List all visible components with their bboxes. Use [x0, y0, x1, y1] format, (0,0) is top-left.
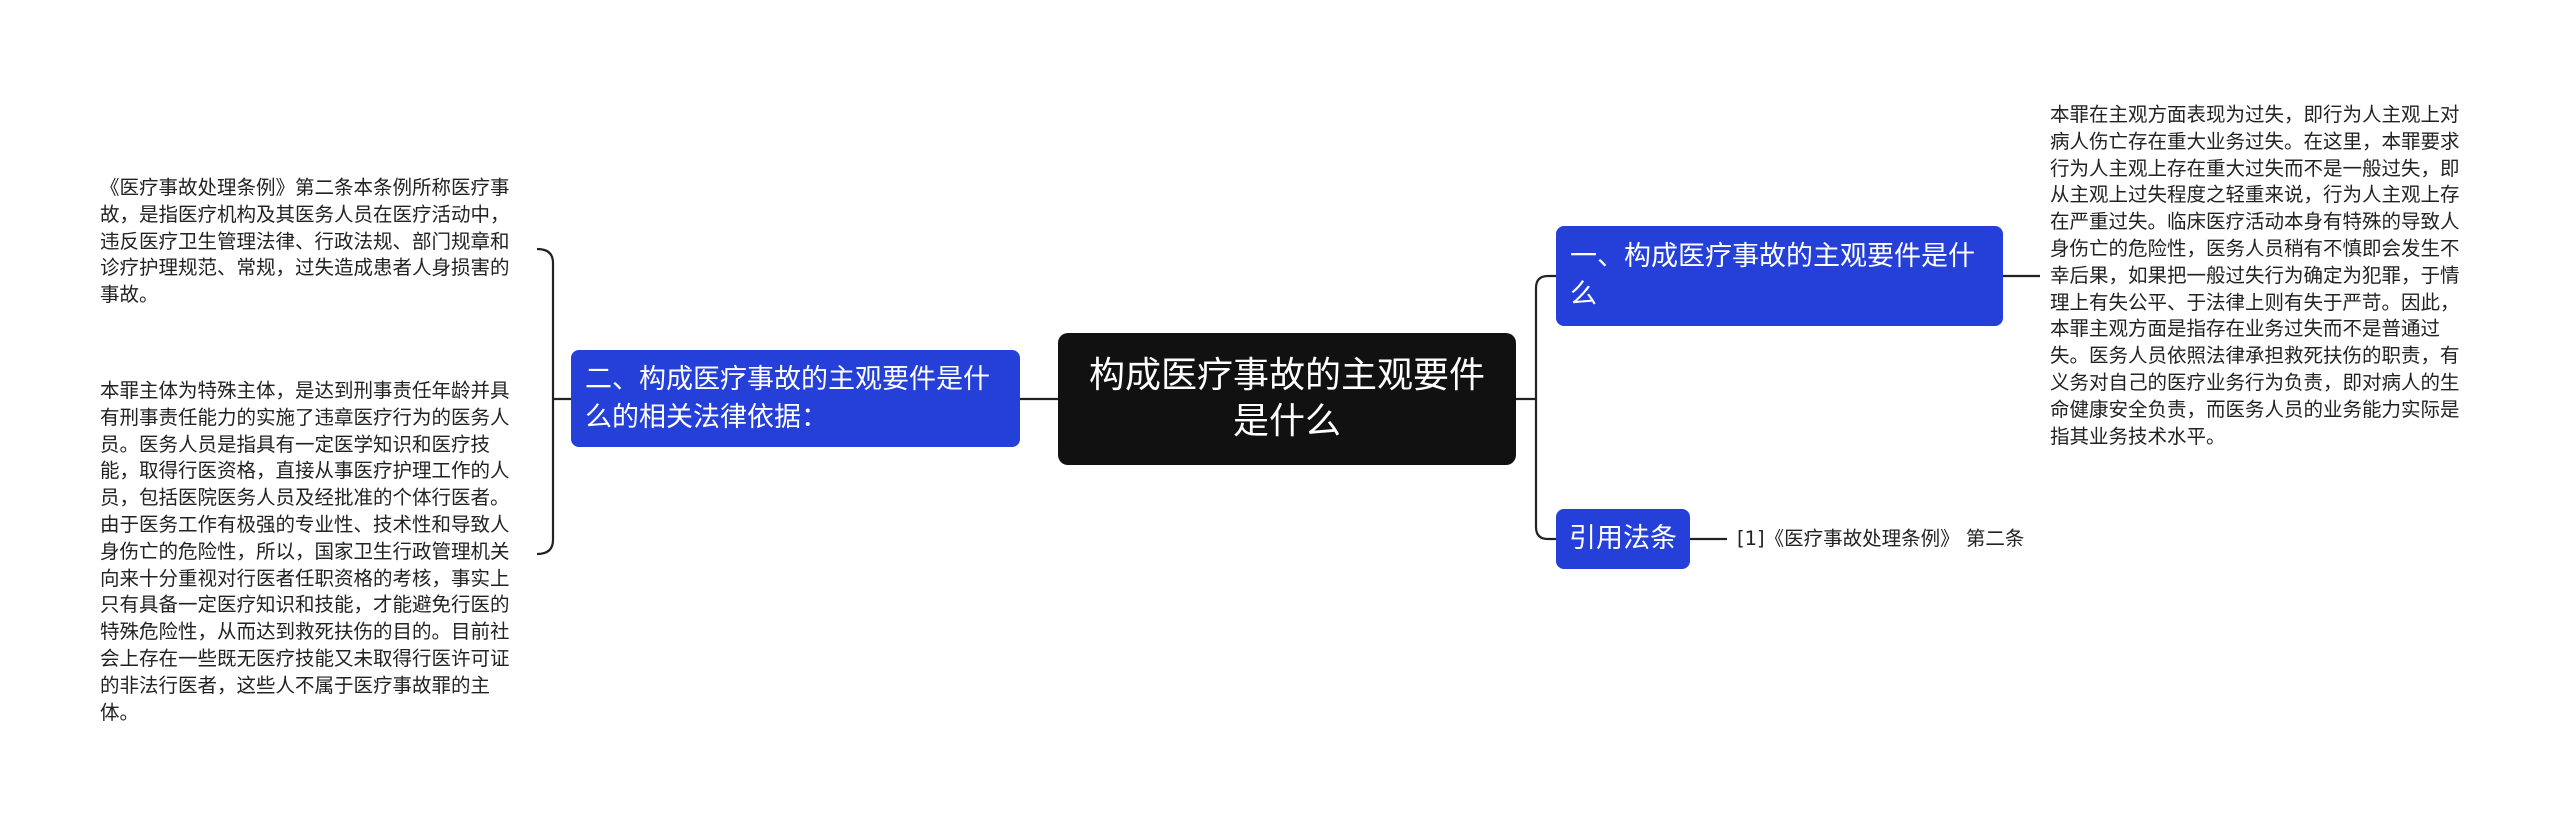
branch-citation[interactable]: 引用法条 — [1556, 509, 1690, 569]
branch-citation-label: 引用法条 — [1569, 523, 1677, 554]
connector-legal-spine — [536, 247, 555, 556]
leaf-citation-text: [1]《医疗事故处理条例》 第二条 — [1737, 527, 2025, 550]
connector-right-spine — [1534, 274, 1556, 541]
leaf-subjective-text: 本罪在主观方面表现为过失，即行为人主观上对病人伤亡存在重大业务过失。在这里，本罪… — [2050, 103, 2460, 448]
leaf-legal-basis-regulation: 《医疗事故处理条例》第二条本条例所称医疗事故，是指医疗机构及其医务人员在医疗活动… — [100, 176, 510, 307]
branch-legal-basis[interactable]: 二、构成医疗事故的主观要件是什么的相关法律依据： — [571, 350, 1020, 447]
root-topic[interactable]: 构成医疗事故的主观要件是什么 — [1058, 333, 1516, 465]
branch-legal-basis-label: 二、构成医疗事故的主观要件是什么的相关法律依据： — [585, 363, 990, 433]
branch-subjective-elements[interactable]: 一、构成医疗事故的主观要件是什么 — [1556, 226, 2003, 326]
leaf-legal-basis-subject: 本罪主体为特殊主体，是达到刑事责任年龄并具有刑事责任能力的实施了违章医疗行为的医… — [100, 379, 510, 724]
root-topic-label: 构成医疗事故的主观要件是什么 — [1088, 355, 1485, 442]
branch-subjective-label: 一、构成医疗事故的主观要件是什么 — [1570, 241, 1975, 310]
